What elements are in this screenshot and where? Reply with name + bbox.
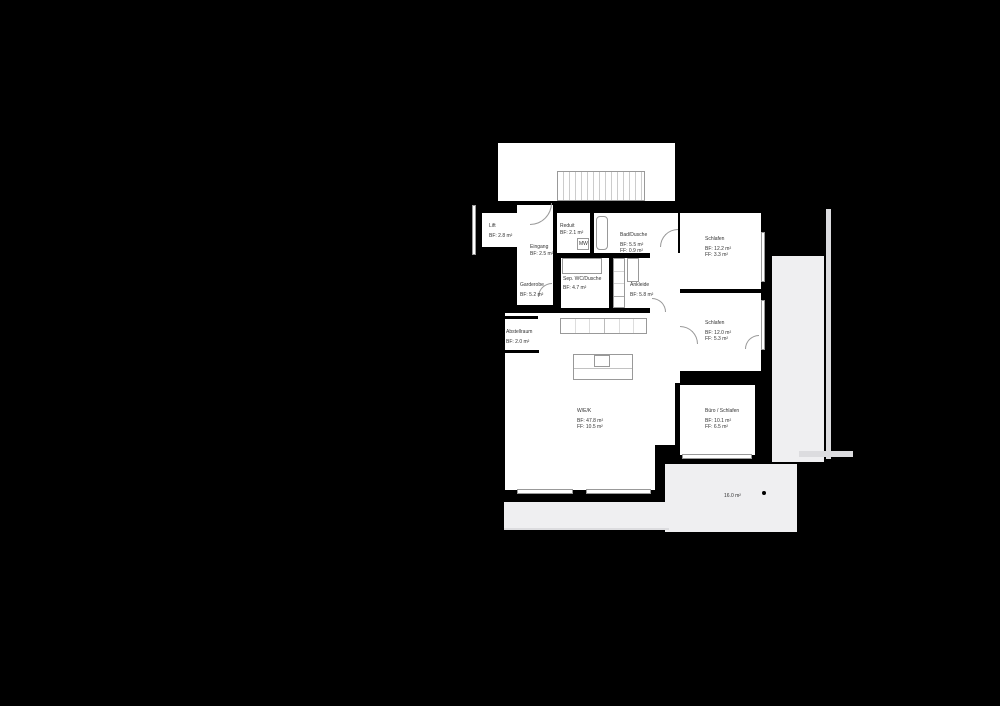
terrace — [665, 464, 797, 532]
washing-machine — [577, 238, 589, 250]
bedroom-1 — [680, 213, 761, 289]
mw-label: MW — [579, 241, 588, 247]
door-garderobe[interactable] — [538, 283, 552, 297]
balcony-railing — [826, 209, 831, 459]
room-label-garderobe: Garderobe BF: 5.2 m² — [520, 282, 544, 298]
room-label-ankleide: Ankleide BF: 5.8 m² — [630, 282, 654, 298]
window — [682, 454, 752, 459]
sink-icon — [594, 355, 610, 367]
room-label-wek: W/E/K BF: 47.8 m² FF: 10.5 m² — [577, 408, 604, 430]
room-label-buero: Büro / Schlafen BF: 10.1 m² FF: 6.5 m² — [705, 408, 740, 430]
window — [517, 489, 573, 494]
window — [472, 205, 476, 255]
terrace-area-label: 16.0 m² — [724, 493, 741, 499]
room-label-schlafen-1: Schlafen BF: 12.2 m² FF: 3.3 m² — [705, 236, 732, 258]
reduit-room — [557, 213, 590, 253]
balcony-side — [772, 256, 824, 462]
room-label-eingang: Eingang BF: 2.5 m² — [530, 244, 554, 257]
wall — [505, 350, 539, 353]
wall — [505, 316, 538, 319]
lift-room — [482, 213, 517, 247]
kitchen-island — [573, 354, 633, 380]
shower-tray — [562, 258, 602, 274]
terrace-edge — [504, 528, 669, 530]
staircase — [557, 171, 645, 201]
room-label-abstellraum: Abstellraum BF: 2.0 m² — [506, 329, 533, 345]
room-label-bad: Bad/Dusche BF: 5.5 m² FF: 0.9 m² — [620, 232, 648, 254]
window — [761, 232, 765, 282]
window — [586, 489, 651, 494]
kitchen-counter — [560, 318, 647, 334]
room-label-reduit: Reduit BF: 2.1 m² — [560, 223, 584, 236]
door-balcony[interactable] — [745, 335, 759, 349]
wardrobe — [627, 258, 639, 282]
living-room — [505, 313, 675, 490]
room-label-schlafen-2: Schlafen BF: 12.0 m² FF: 5.3 m² — [705, 320, 732, 342]
room-label-sep-wc: Sep. WC/Dusche BF: 4.7 m² — [563, 276, 602, 291]
terrace-front — [504, 502, 669, 530]
drain-marker-icon — [762, 491, 766, 495]
room-label-lift: Lift BF: 2.8 m² — [489, 223, 513, 239]
bathtub — [596, 216, 608, 250]
office-room — [680, 385, 755, 455]
window — [761, 300, 765, 350]
wardrobe — [613, 258, 625, 308]
balcony-edge — [799, 451, 853, 457]
